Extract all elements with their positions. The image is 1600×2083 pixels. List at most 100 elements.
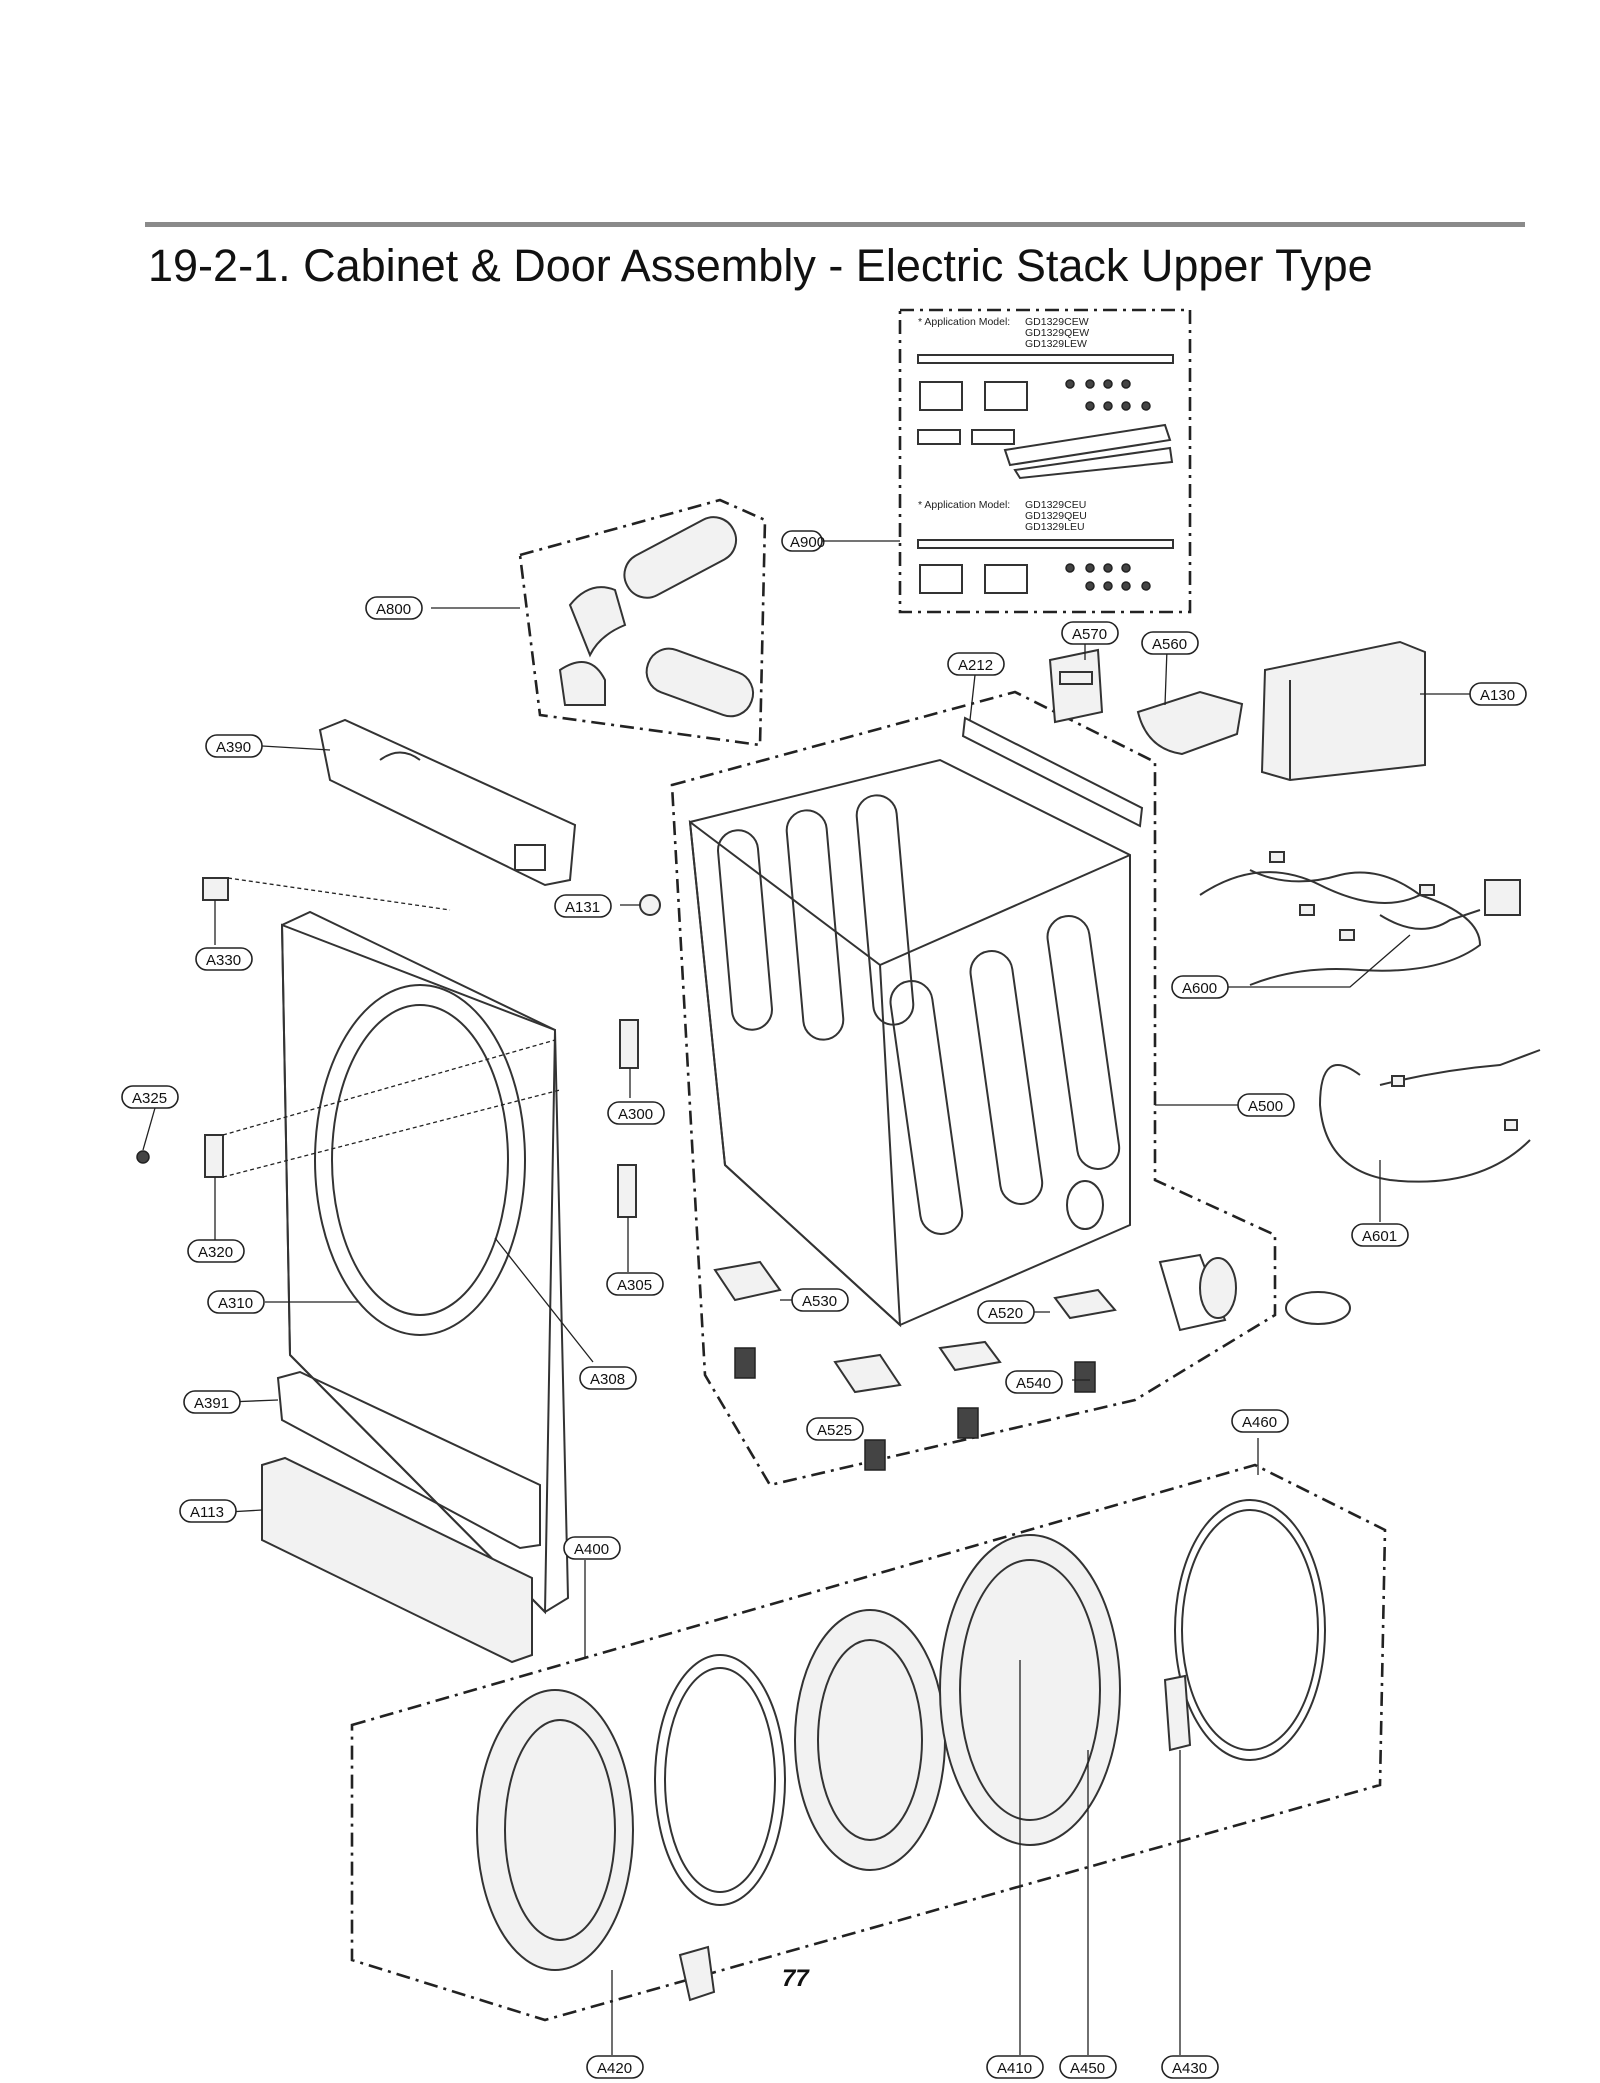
svg-text:A310: A310 (218, 1295, 253, 1312)
callout-a391: A391 (183, 1390, 241, 1414)
svg-text:A800: A800 (376, 601, 411, 618)
exhaust-hole (1066, 1180, 1104, 1230)
cabinet-panel-ribs (717, 794, 1121, 1235)
application-model-1a: GD1329CEW (1025, 316, 1089, 328)
duct-pipe-lower (645, 647, 755, 718)
a570-bracket (1048, 648, 1104, 724)
svg-text:A450: A450 (1070, 2060, 1105, 2077)
callout-a450: A450 (1059, 2055, 1117, 2079)
a131-plug (639, 894, 661, 916)
svg-text:A330: A330 (206, 952, 241, 969)
application-label-1: * Application Model: (918, 316, 1010, 328)
application-model-2a: GD1329CEU (1025, 499, 1086, 511)
callout-a900: A900 (781, 530, 825, 552)
svg-text:A500: A500 (1248, 1098, 1283, 1115)
svg-text:A400: A400 (574, 1541, 609, 1558)
title-rule (145, 222, 1525, 227)
top-rail-a212 (961, 716, 1144, 828)
application-model-1c: GD1329LEW (1025, 338, 1087, 350)
svg-text:A300: A300 (618, 1106, 653, 1123)
a330-part (202, 877, 229, 901)
callout-a325: A325 (121, 1085, 179, 1109)
duct-clamp (558, 661, 606, 706)
door-gasket (654, 1654, 786, 1906)
a320-bracket (204, 1134, 224, 1178)
callout-a800: A800 (365, 596, 423, 620)
callout-a525: A525 (806, 1417, 864, 1441)
a305-hinge (617, 1164, 637, 1218)
callout-a570: A570 (1061, 621, 1119, 645)
front-panel-a310 (280, 910, 570, 1615)
callout-a305: A305 (606, 1272, 664, 1296)
callout-a420: A420 (586, 2055, 644, 2079)
door-outer-a420 (476, 1689, 634, 1971)
application-model-2c: GD1329LEU (1025, 521, 1085, 533)
door-gasket-a460 (1174, 1499, 1326, 1761)
application-model-box: * Application Model: GD1329CEW GD1329QEW… (898, 308, 1192, 614)
door-handle (678, 1945, 716, 2002)
duct-elbow (568, 586, 627, 658)
svg-text:A530: A530 (802, 1293, 837, 1310)
leader-lines (142, 540, 1470, 2055)
a390-top-bracket (318, 718, 577, 887)
page-number: 77 (782, 1965, 809, 1992)
callout-a131: A131 (554, 894, 612, 918)
svg-text:A430: A430 (1172, 2060, 1207, 2077)
callout-a530: A530 (791, 1288, 849, 1312)
screw-parts (1065, 379, 1151, 411)
a325-screw (136, 1150, 150, 1164)
application-model-2b: GD1329QEU (1025, 510, 1087, 522)
svg-text:A525: A525 (817, 1422, 852, 1439)
svg-text:A601: A601 (1362, 1228, 1397, 1245)
a391-lower-bracket (276, 1370, 541, 1550)
application-model-1b: GD1329QEW (1025, 327, 1089, 339)
callout-a520: A520 (977, 1300, 1035, 1324)
door-group (350, 1463, 1387, 2022)
callout-a500: A500 (1237, 1093, 1295, 1117)
svg-text:A131: A131 (565, 899, 600, 916)
door-opening (314, 984, 526, 1336)
callout-a560: A560 (1141, 631, 1199, 655)
svg-text:A113: A113 (190, 1504, 224, 1521)
exhaust-duct (1158, 1253, 1351, 1332)
duct-group (518, 498, 767, 747)
wire-harness-a601 (1318, 1049, 1541, 1183)
bracket-parts (917, 381, 1174, 480)
svg-text:A391: A391 (194, 1395, 229, 1412)
svg-text:A212: A212 (958, 657, 993, 674)
foot-parts (713, 1260, 1117, 1471)
callout-a113: A113 (179, 1499, 237, 1523)
svg-text:A305: A305 (617, 1277, 652, 1294)
svg-text:A325: A325 (132, 1090, 167, 1107)
callout-a212: A212 (947, 652, 1005, 676)
duct-pipe-upper (623, 516, 738, 599)
door-inner-frame-a450 (939, 1534, 1121, 1846)
application-label-2: * Application Model: (918, 499, 1010, 511)
cabinet-group (670, 690, 1277, 1487)
callout-a310: A310 (207, 1290, 265, 1314)
svg-text:A460: A460 (1242, 1414, 1277, 1431)
callout-a430: A430 (1161, 2055, 1219, 2079)
svg-text:A520: A520 (988, 1305, 1023, 1322)
svg-text:A570: A570 (1072, 626, 1107, 643)
a300-hinge (619, 1019, 639, 1069)
callout-a300: A300 (607, 1101, 665, 1125)
callout-a400: A400 (563, 1536, 621, 1560)
svg-text:A560: A560 (1152, 636, 1187, 653)
callout-a410: A410 (986, 2055, 1044, 2079)
callout-a130: A130 (1469, 682, 1527, 706)
wire-harness-a600 (1199, 851, 1521, 986)
callout-a390: A390 (205, 734, 263, 758)
cabinet-body (688, 758, 1131, 1327)
callout-a600: A600 (1171, 975, 1229, 999)
callout-a330: A330 (195, 947, 253, 971)
svg-text:A390: A390 (216, 739, 251, 756)
svg-text:A540: A540 (1016, 1375, 1051, 1392)
callout-a460: A460 (1231, 1409, 1289, 1433)
callout-a540: A540 (1005, 1370, 1063, 1394)
svg-text:A600: A600 (1182, 980, 1217, 997)
callout-a308: A308 (579, 1366, 637, 1390)
svg-text:A900: A900 (790, 534, 825, 551)
svg-text:A308: A308 (590, 1371, 625, 1388)
